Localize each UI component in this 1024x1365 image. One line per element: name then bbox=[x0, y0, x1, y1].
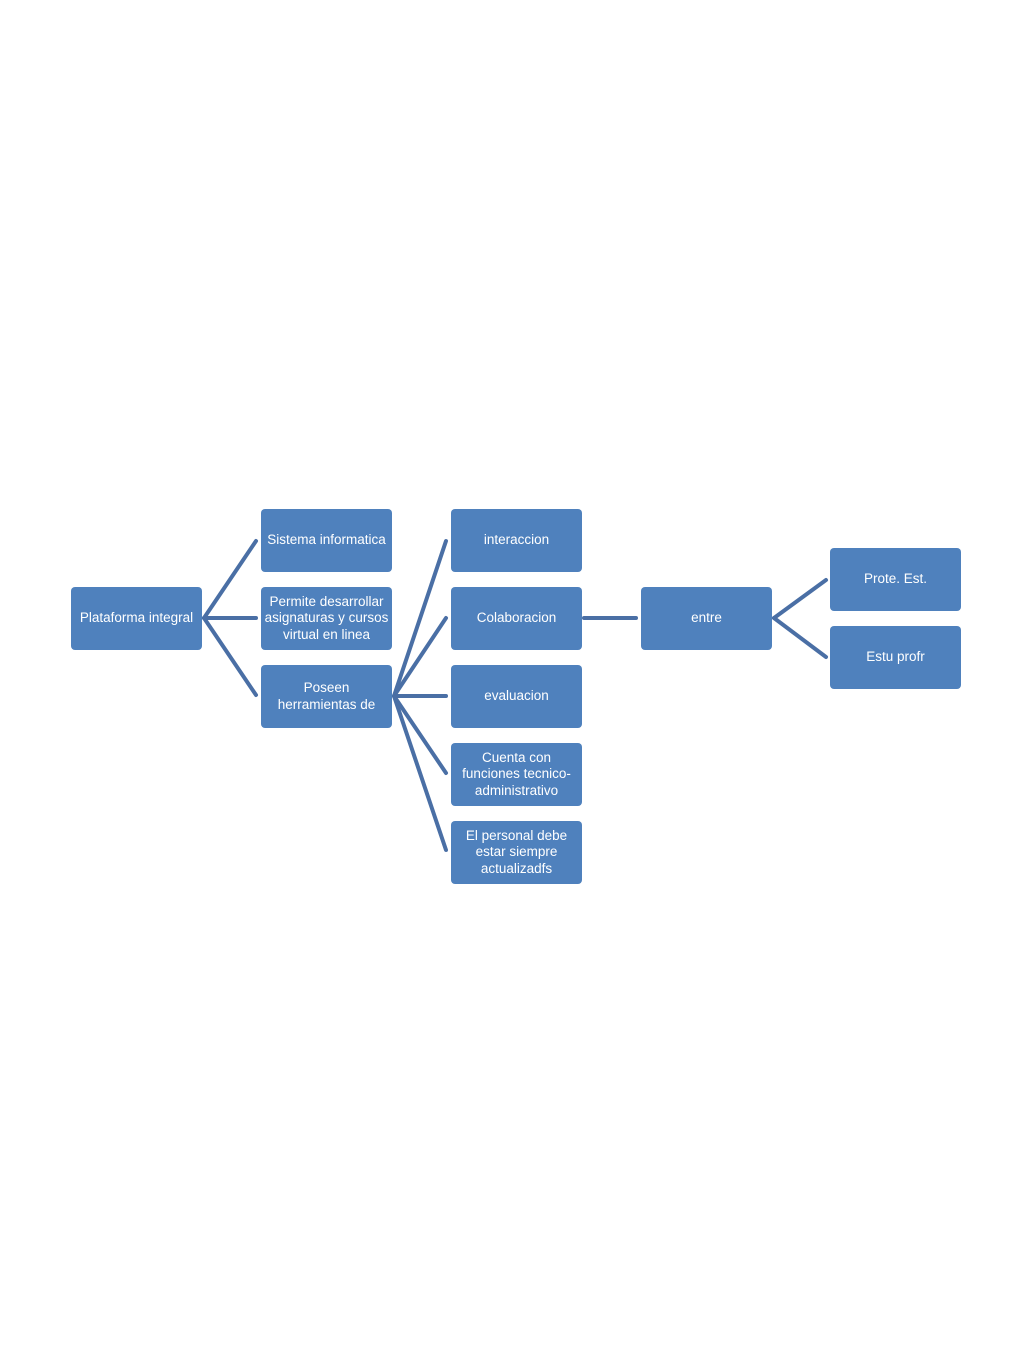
connector-root-sistema bbox=[202, 539, 258, 620]
node-evaluacion: evaluacion bbox=[451, 665, 582, 728]
connector-root-poseen bbox=[202, 616, 258, 697]
connector-entre-estu bbox=[772, 616, 828, 659]
node-sistema-informatica: Sistema informatica bbox=[261, 509, 392, 572]
node-cuenta-con-funciones: Cuenta con funciones tecnico-administrat… bbox=[451, 743, 582, 806]
connector-entre-prote bbox=[772, 578, 828, 620]
connector-poseen-colaboracion bbox=[392, 616, 448, 698]
node-estu-profr: Estu profr bbox=[830, 626, 961, 689]
node-interaccion: interaccion bbox=[451, 509, 582, 572]
node-colaboracion: Colaboracion bbox=[451, 587, 582, 650]
node-poseen-herramientas: Poseen herramientas de bbox=[261, 665, 392, 728]
connector-poseen-personal bbox=[392, 694, 448, 852]
node-el-personal: El personal debe estar siempre actualiza… bbox=[451, 821, 582, 884]
connector-poseen-cuenta bbox=[392, 694, 448, 775]
node-plataforma-integral: Plataforma integral bbox=[71, 587, 202, 650]
connector-poseen-interaccion bbox=[392, 539, 448, 698]
node-entre: entre bbox=[641, 587, 772, 650]
node-permite-desarrollar: Permite desarrollar asignaturas y cursos… bbox=[261, 587, 392, 650]
node-prote-est: Prote. Est. bbox=[830, 548, 961, 611]
